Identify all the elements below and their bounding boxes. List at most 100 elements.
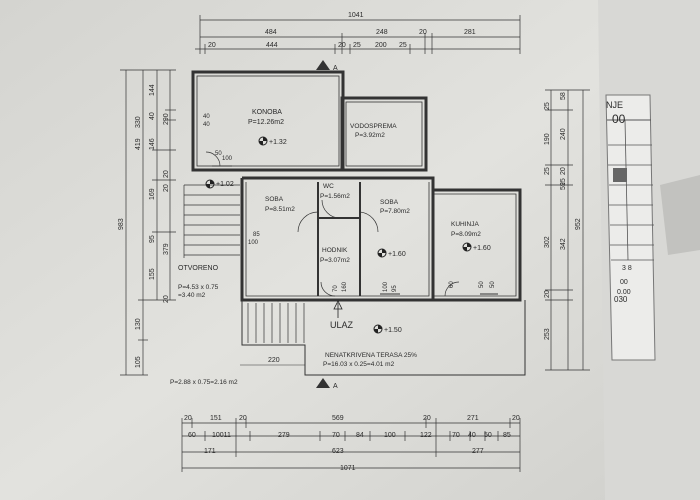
room-konoba-name: KONOBA (252, 109, 282, 116)
room-hodnik-area: P=3.07m2 (320, 257, 350, 264)
dim-bottom-20d: 20 (512, 415, 520, 422)
title-block-text-3: 00 (620, 279, 628, 286)
dim-top-281: 281 (464, 29, 476, 36)
inner-dim-220: 220 (268, 357, 280, 364)
dim-top-444: 444 (266, 42, 278, 49)
svg-text:A: A (333, 383, 338, 390)
room-kuhinja-name: KUHINJA (451, 221, 479, 228)
dim-bottom-84: 84 (356, 432, 364, 439)
dim-right-58: 58 (560, 92, 567, 100)
dim-bottom-20a: 20 (184, 415, 192, 422)
dim-top-total: 1041 (348, 12, 364, 19)
wall-vodosprema (340, 96, 428, 172)
room-kuhinja-area: P=8.09m2 (451, 231, 481, 238)
svg-text:+1.32: +1.32 (269, 139, 287, 146)
section-marker-top: A (316, 60, 338, 72)
room-soba1-area: P=8.51m2 (265, 206, 295, 213)
dim-bottom-40: 40 (468, 432, 476, 439)
top-dimensions (195, 15, 521, 54)
wall-terrace (241, 300, 526, 376)
title-block-text-1: 00 (612, 112, 626, 126)
dim-bottom-60: 60 (188, 432, 196, 439)
annotation-terrace-area: P=16.03 x 0.25=4.01 m2 (323, 361, 395, 368)
annotation-otvoreno: OTVORENO (178, 265, 219, 272)
dim-right-253: 253 (544, 328, 551, 340)
inner-dim-50b: 50 (490, 281, 496, 288)
room-wc-area: P=1.56m2 (320, 193, 350, 200)
dim-bottom-70a: 70 (332, 432, 340, 439)
svg-text:+1.02: +1.02 (216, 181, 234, 188)
inner-dim-70: 70 (333, 285, 339, 292)
dim-left-20b: 20 (163, 184, 170, 192)
dim-bottom-151: 151 (210, 415, 222, 422)
dim-bottom-70b: 70 (452, 432, 460, 439)
dim-bottom-122: 122 (420, 432, 432, 439)
dim-top-484: 484 (265, 29, 277, 36)
room-hodnik-name: HODNIK (322, 247, 348, 254)
dim-left-379: 379 (163, 243, 170, 255)
dim-left-983: 983 (118, 218, 125, 230)
title-block-text-2: 3 8 (622, 265, 632, 272)
room-soba1-name: SOBA (265, 196, 284, 203)
svg-text:A: A (333, 65, 338, 72)
dim-bottom-total: 1071 (340, 465, 356, 472)
inner-dim-50a: 50 (479, 281, 485, 288)
right-dimensions (545, 89, 590, 371)
inner-dim-100a: 100 (222, 156, 233, 162)
dim-left-169: 169 (149, 188, 156, 200)
dim-left-95: 95 (149, 235, 156, 243)
dim-right-240: 240 (560, 128, 567, 140)
room-vodosprema-area: P=3.92m2 (355, 132, 385, 139)
dim-top-20c: 20 (338, 42, 346, 49)
level-marker-terrace: +1.50 (373, 324, 402, 334)
level-marker-kuhinja: +1.60 (462, 242, 491, 252)
annotation-stair-area: P=2.88 x 0.75=2.16 m2 (170, 379, 238, 386)
dim-right-25c: 25 (560, 178, 567, 186)
inner-dim-100c: 100 (383, 281, 389, 292)
dim-left-20a: 20 (163, 170, 170, 178)
dim-right-25b: 25 (544, 167, 551, 175)
dim-left-419: 419 (135, 138, 142, 150)
walls (191, 70, 526, 376)
dim-left-290: 290 (163, 113, 170, 125)
dim-left-20c: 20 (163, 295, 170, 303)
wall-kitchen (433, 188, 522, 302)
dim-right-20b: 20 (560, 167, 567, 175)
level-marker-entry: +1.02 (205, 179, 234, 189)
room-soba2-name: SOBA (380, 199, 399, 206)
title-block-text-0: NJE (606, 100, 623, 110)
room-vodosprema-name: VODOSPREMA (350, 123, 397, 130)
title-block: NJE 00 3 8 00 0.00 030 (605, 94, 700, 361)
dim-left-155: 155 (149, 268, 156, 280)
dim-top-248: 248 (376, 29, 388, 36)
dim-left-146: 146 (149, 138, 156, 150)
dim-right-190: 190 (544, 133, 551, 145)
level-marker-konoba: +1.32 (258, 136, 287, 146)
dim-top-25b: 25 (399, 42, 407, 49)
annotation-otvoreno-area2: =3.40 m2 (178, 292, 206, 299)
svg-text:+1.60: +1.60 (388, 251, 406, 258)
title-block-text-4: 0.00 (617, 289, 631, 296)
dim-bottom-10011: 10011 (212, 432, 231, 439)
inner-dim-85: 85 (253, 232, 260, 238)
dim-right-59: 59 (560, 182, 567, 190)
dim-bottom-50: 50 (484, 432, 492, 439)
dim-bottom-279: 279 (278, 432, 290, 439)
bottom-dimensions (181, 418, 521, 472)
room-wc-name: WC (323, 183, 334, 190)
dim-top-20b: 20 (208, 42, 216, 49)
openings (212, 165, 498, 295)
dim-right-302: 302 (544, 236, 551, 248)
stairs-left (183, 184, 240, 258)
dim-bottom-85: 85 (503, 432, 511, 439)
dim-left-40: 40 (149, 112, 156, 120)
dim-bottom-277: 277 (472, 448, 484, 455)
dim-left-330: 330 (135, 116, 142, 128)
svg-text:+1.60: +1.60 (473, 245, 491, 252)
inner-dim-50: 50 (215, 151, 222, 157)
dim-top-200: 200 (375, 42, 387, 49)
room-soba2-area: P=7.80m2 (380, 208, 410, 215)
stairs-entry (247, 303, 305, 343)
